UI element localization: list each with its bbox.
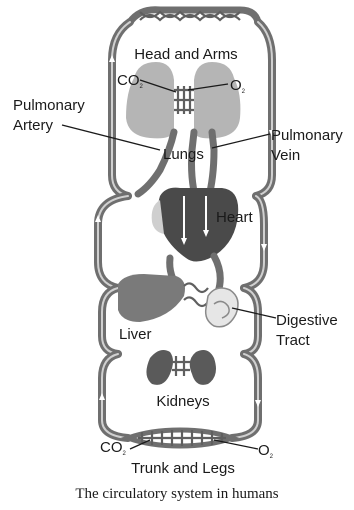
trunk-legs-capillary-bed xyxy=(128,430,232,446)
label-pulmonary-artery-line1: Pulmonary xyxy=(13,97,85,114)
label-kidneys: Kidneys xyxy=(156,393,209,410)
label-liver: Liver xyxy=(119,326,152,343)
label-o2-top: O2 xyxy=(230,77,246,95)
label-pulmonary-vein-line1: Pulmonary xyxy=(271,127,343,144)
head-arms-capillary-bed xyxy=(130,10,258,22)
kidneys-organ xyxy=(146,350,216,385)
liver-organ xyxy=(118,274,208,322)
label-head-and-arms: Head and Arms xyxy=(134,46,237,63)
label-pulmonary-artery-line2: Artery xyxy=(13,117,54,134)
label-heart: Heart xyxy=(216,209,254,226)
digestive-tract-organ xyxy=(206,288,238,327)
label-digestive-line1: Digestive xyxy=(276,312,338,329)
lungs-organ xyxy=(126,62,240,138)
label-lungs: Lungs xyxy=(163,146,204,163)
label-co2-bottom: CO2 xyxy=(100,439,127,457)
figure-caption: The circulatory system in humans xyxy=(75,486,278,502)
label-o2-bottom: O2 xyxy=(258,442,274,460)
label-pulmonary-vein-line2: Vein xyxy=(271,147,300,164)
label-digestive-line2: Tract xyxy=(276,332,310,349)
label-trunk-and-legs: Trunk and Legs xyxy=(131,460,235,477)
